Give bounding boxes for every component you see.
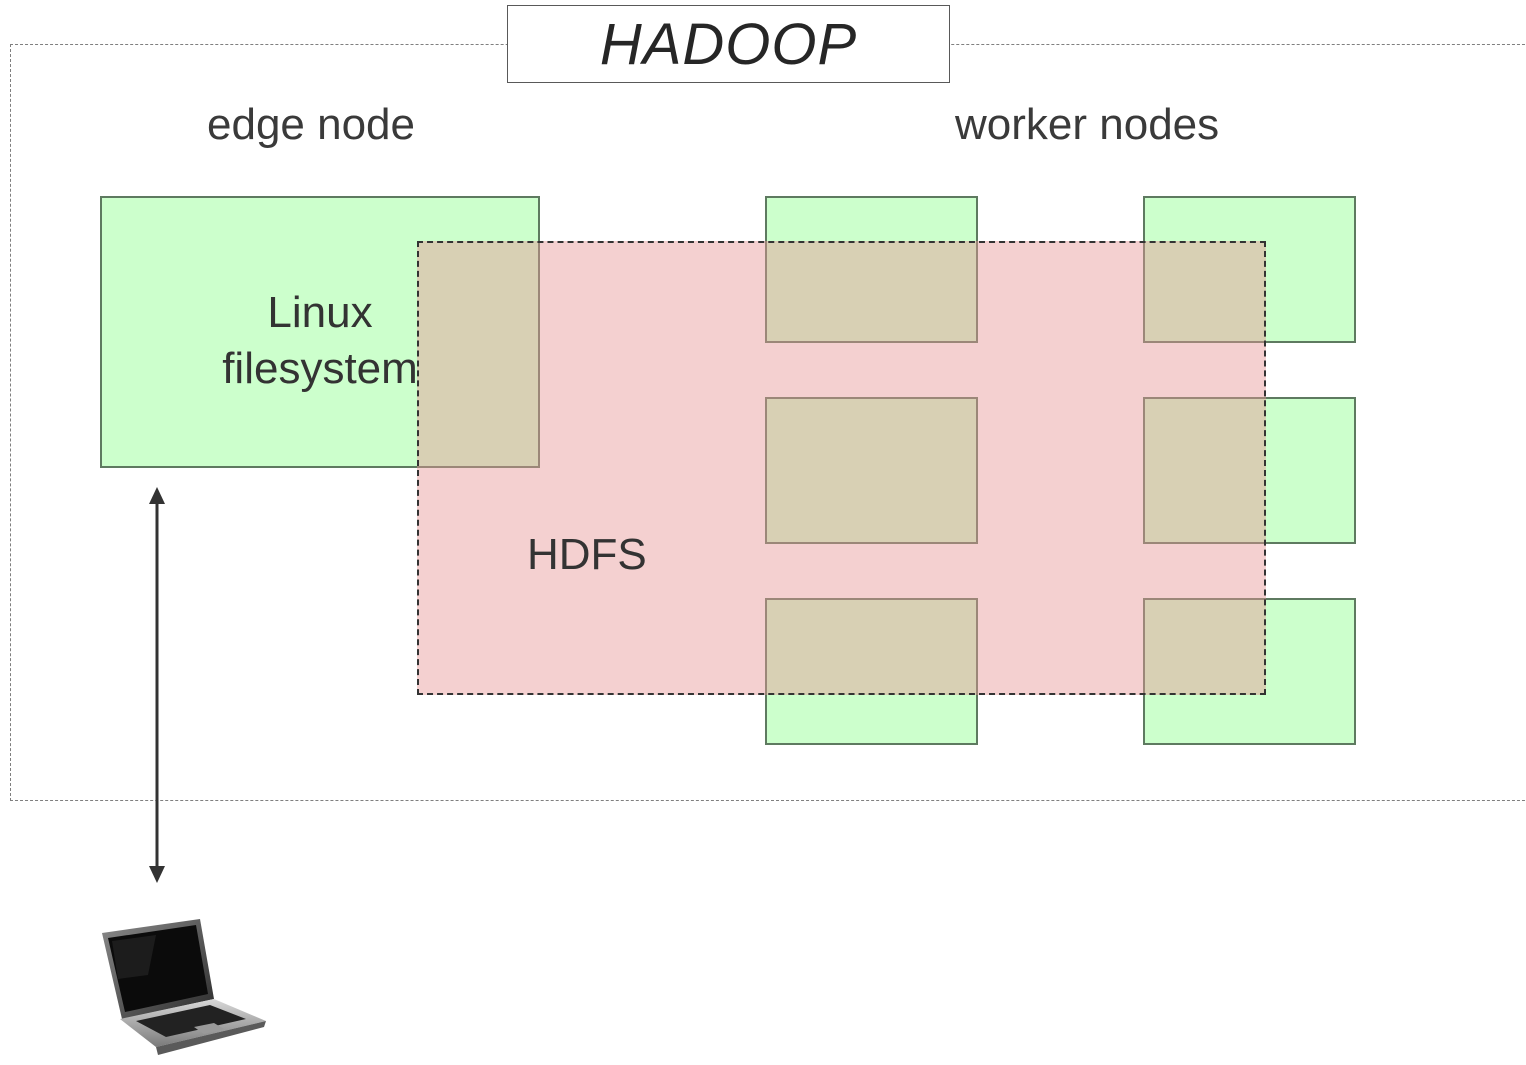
linux-filesystem-line2: filesystem — [222, 344, 418, 393]
worker-node — [1143, 196, 1356, 343]
hdfs-region — [417, 241, 1266, 695]
worker-node — [765, 196, 978, 343]
hdfs-label: HDFS — [527, 530, 647, 579]
worker-nodes-heading: worker nodes — [955, 100, 1220, 149]
linux-filesystem-label: Linux filesystem — [100, 285, 540, 397]
laptop-icon — [102, 919, 266, 1055]
double-arrow — [149, 487, 165, 883]
cluster-title-text: HADOOP — [599, 11, 858, 77]
worker-node — [765, 598, 978, 745]
linux-filesystem-line1: Linux — [267, 288, 373, 337]
worker-node — [765, 397, 978, 544]
edge-node-heading: edge node — [207, 100, 415, 149]
worker-node — [1143, 397, 1356, 544]
worker-node — [1143, 598, 1356, 745]
cluster-title: HADOOP — [507, 5, 950, 83]
